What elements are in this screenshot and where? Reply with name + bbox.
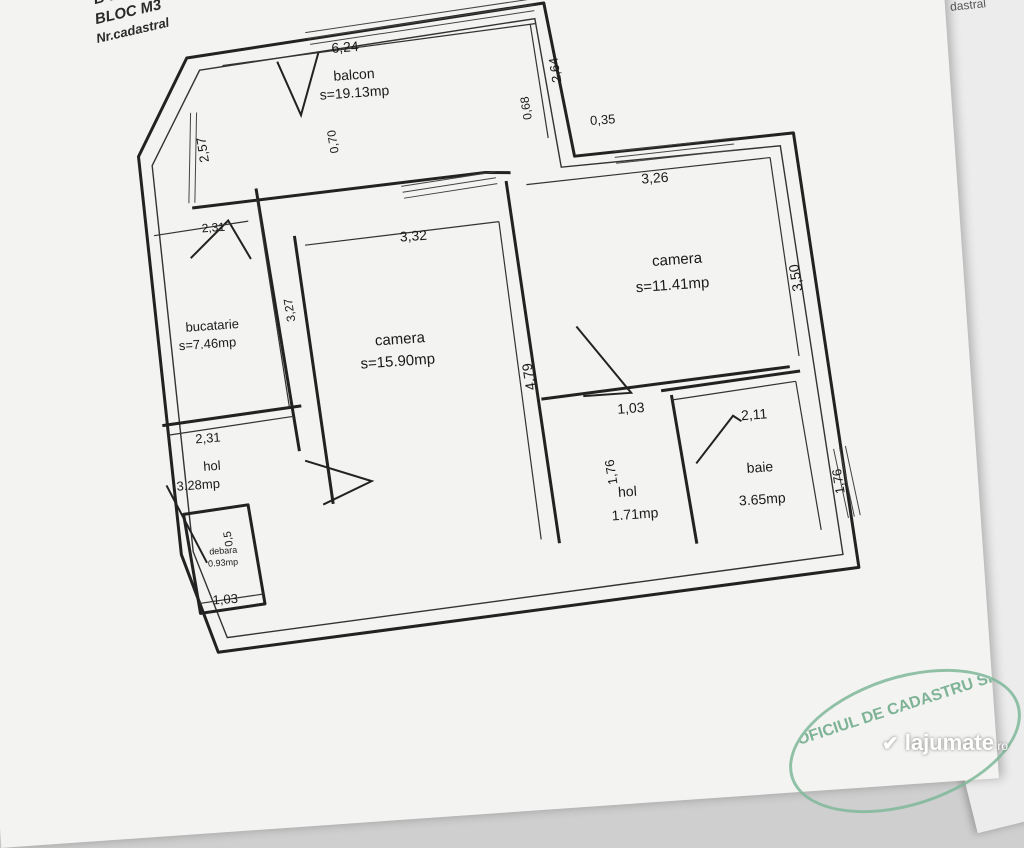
dim-line-balcony	[222, 23, 536, 67]
balcony-wall	[192, 170, 511, 210]
room-name-camera-mica: camera	[651, 250, 703, 270]
window-living	[401, 171, 498, 199]
dim-storage-width: 1,03	[212, 591, 238, 608]
dim-bath-width: 2,11	[740, 405, 767, 423]
dim-hall-left-width: 2,31	[195, 430, 221, 447]
dim-balcon-width: 6,24	[331, 38, 360, 56]
window-room	[614, 137, 736, 164]
dim-line-hall-w	[167, 415, 293, 436]
dim-kitchen-height: 3,27	[281, 297, 299, 323]
dim-line-bath-w	[671, 380, 796, 401]
check-icon: ✔	[881, 733, 899, 755]
dim-balcon-height: 2,64	[546, 56, 565, 83]
room-name-hol-stanga: hol	[203, 458, 221, 474]
wall-storage	[182, 503, 267, 615]
dim-line-room-h	[769, 157, 800, 357]
window-bath	[833, 445, 861, 519]
watermark-brand: lajumate	[904, 730, 994, 755]
outer-wall-inner	[151, 17, 844, 639]
room-area-hol-stanga: 3.28mp	[176, 476, 220, 494]
dim-balcon-offset: 0,35	[590, 111, 616, 128]
room-area-balcon: s=19.13mp	[319, 82, 390, 103]
room-area-camera-mare: s=15.90mp	[360, 350, 436, 372]
dim-line-kitchen-h	[256, 198, 290, 407]
dim-line-living-w	[305, 221, 499, 246]
document-sheet: B-DU BLOC M3 Nr.cadastral	[0, 0, 999, 848]
wall-hall-left	[162, 404, 302, 428]
wall-room-bottom	[541, 365, 790, 401]
dim-bath-height: 1,76	[829, 468, 848, 495]
room-area-baie: 3.65mp	[738, 489, 786, 508]
door-room	[575, 325, 634, 398]
wall-bath-top	[660, 369, 801, 393]
dim-hall-right-height: 1,76	[602, 459, 621, 486]
dim-living-height: 4,79	[519, 362, 539, 392]
door-kitchen	[190, 218, 252, 260]
wall-living-left	[292, 235, 335, 505]
room-name-camera-mare: camera	[374, 329, 426, 349]
dim-room-height: 3,50	[785, 263, 805, 293]
watermark-suffix: .ro	[993, 739, 1008, 753]
room-area-camera-mica: s=11.41mp	[635, 274, 710, 296]
dim-balcon-inner: 0,70	[324, 129, 342, 155]
dim-line-balcony-right	[529, 23, 549, 139]
dim-line-bath-h	[795, 381, 822, 530]
door-hall	[165, 484, 208, 564]
dim-balcon-left: 2,57	[193, 136, 212, 163]
room-name-hol-dreapta: hol	[618, 483, 638, 500]
room-name-debara: debara	[209, 545, 238, 557]
room-area-debara: 0.93mp	[208, 557, 239, 569]
wall-living-room	[504, 180, 561, 544]
dim-storage-height: 0,5	[222, 530, 236, 547]
room-area-hol-dreapta: 1.71mp	[611, 504, 659, 523]
dim-room-width: 3,26	[641, 169, 670, 187]
watermark: ✔ lajumate .ro	[882, 730, 1008, 756]
dim-living-width: 3,32	[399, 227, 428, 245]
window-kitchen	[188, 112, 198, 204]
outer-wall	[137, 1, 861, 654]
window-balcony	[305, 0, 535, 45]
room-area-bucatarie: s=7.46mp	[178, 334, 236, 353]
floor-plan: balcon s=19.13mp bucatarie s=7.46mp came…	[137, 0, 861, 654]
dim-line-kitchen-w	[153, 220, 249, 237]
dim-balcon-step: 0,68	[517, 95, 535, 121]
room-name-bucatarie: bucatarie	[185, 316, 239, 335]
door-bath	[695, 414, 742, 465]
dim-hall-right-width: 1,03	[617, 399, 646, 417]
door-balcony	[276, 51, 320, 119]
dim-line-living-h	[498, 221, 542, 540]
dim-kitchen-width: 2,31	[201, 220, 226, 236]
dim-line-storage	[199, 593, 265, 605]
room-name-baie: baie	[746, 458, 774, 476]
wall-bath-left	[669, 394, 699, 544]
room-name-balcon: balcon	[333, 65, 375, 84]
dim-line-room-w	[526, 156, 771, 186]
door-living	[304, 459, 375, 506]
